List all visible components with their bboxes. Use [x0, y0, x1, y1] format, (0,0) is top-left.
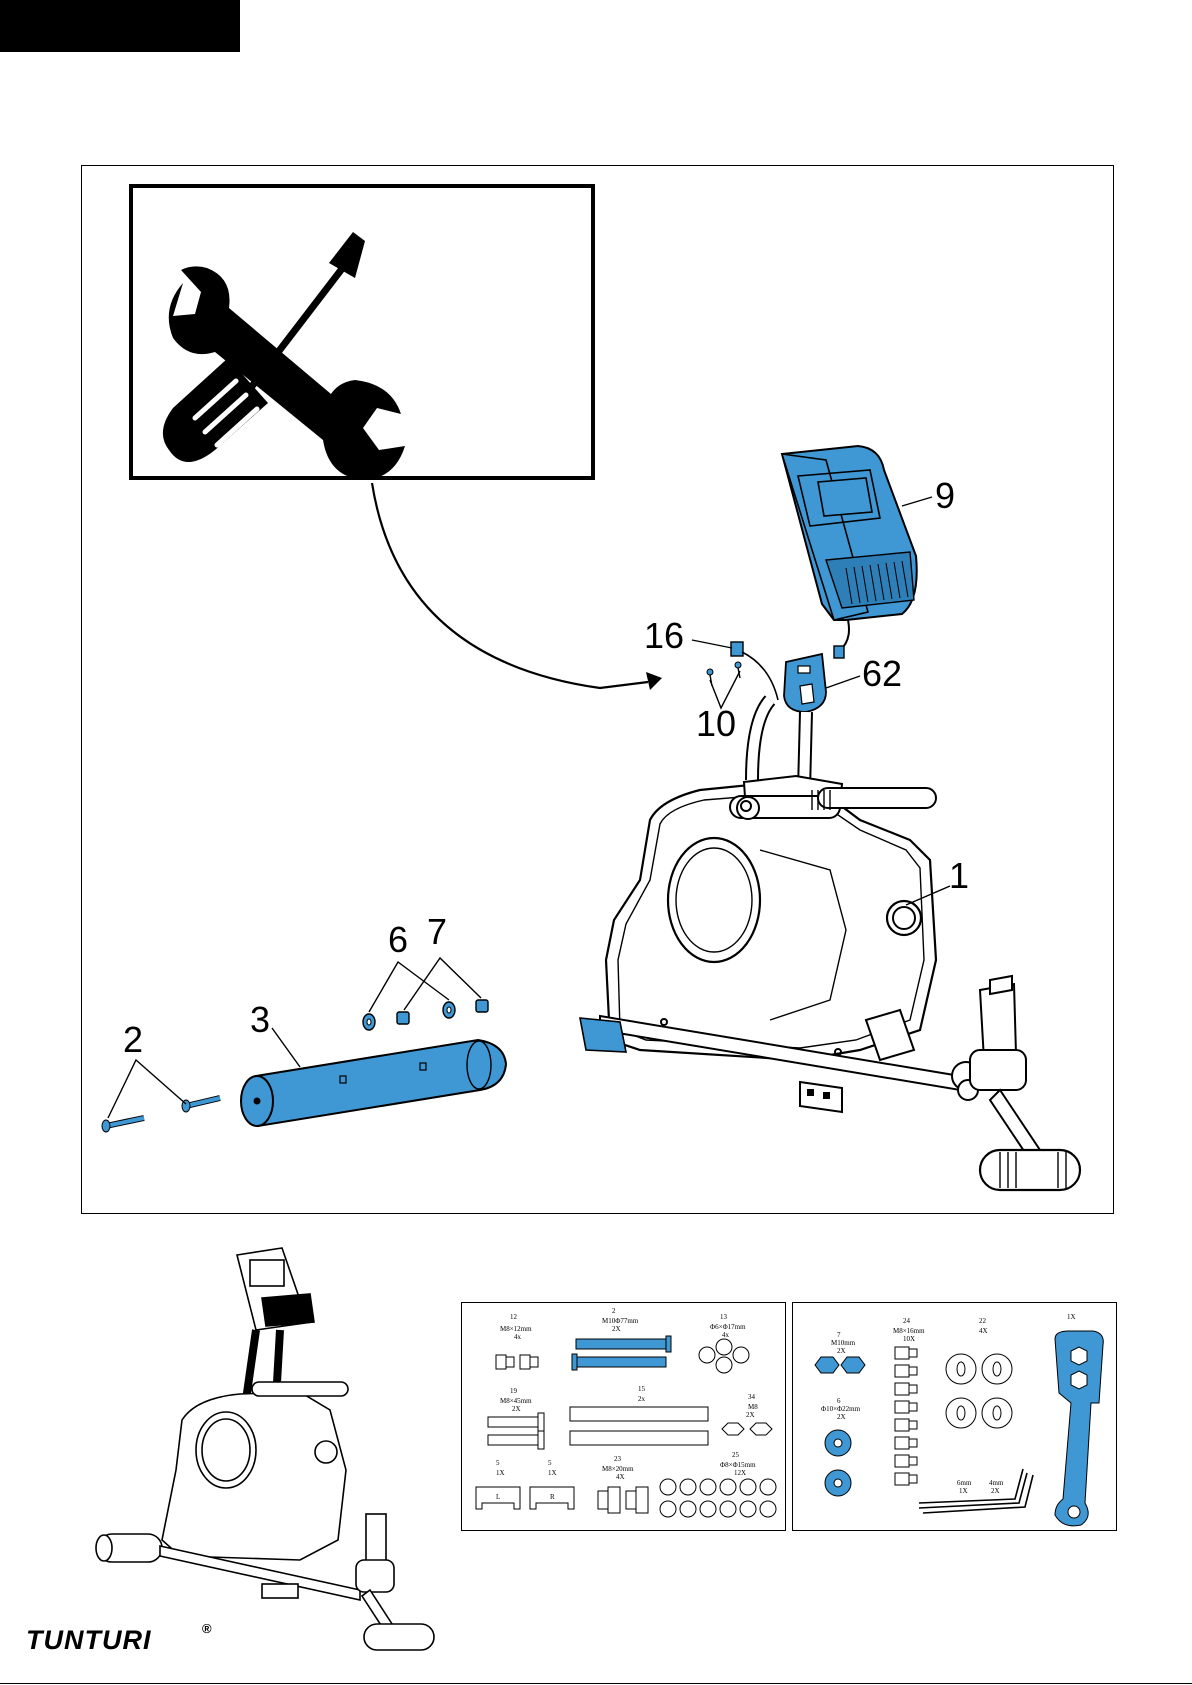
- hw-allen-size-a: 6mm: [957, 1479, 971, 1487]
- hw5a-label: L: [496, 1493, 500, 1501]
- hw19-num: 19: [510, 1387, 517, 1395]
- hw6-num: 6: [837, 1397, 841, 1405]
- hw-allen-size-b: 4mm: [989, 1479, 1003, 1487]
- hw5b-qty: 1X: [548, 1469, 557, 1477]
- hw12-qty: 4x: [514, 1333, 521, 1341]
- hw19-size: M8×45mm: [500, 1397, 532, 1405]
- callout-62: 62: [862, 656, 902, 692]
- bolts-part-2: [102, 1098, 220, 1132]
- hw13-num: 13: [720, 1313, 727, 1321]
- hw24-qty: 10X: [903, 1335, 915, 1343]
- hw24-num: 24: [903, 1317, 910, 1325]
- console-bracket-62: [784, 654, 826, 712]
- hw22-qty: 4X: [979, 1327, 988, 1335]
- callout-2: 2: [123, 1022, 143, 1058]
- hw7-num: 7: [837, 1331, 841, 1339]
- hw6-size: Φ10×Φ22mm: [821, 1405, 860, 1413]
- hw12-size: M8×12mm: [500, 1325, 532, 1333]
- hw-allen-qty-a: 1X: [959, 1487, 968, 1495]
- hw5b-label: R: [550, 1493, 555, 1501]
- hw5b-num: 5: [548, 1459, 552, 1467]
- hw2-num: 2: [612, 1307, 616, 1315]
- callout-7: 7: [427, 914, 447, 950]
- brand-registered-mark: ®: [202, 1622, 212, 1636]
- hw13-size: Φ6×Φ17mm: [710, 1323, 746, 1331]
- footer-rule: [0, 1683, 1192, 1684]
- hw25-qty: 12X: [734, 1469, 746, 1477]
- hw15-num: 15: [638, 1385, 645, 1393]
- assembled-bike-thumbnail: [96, 1248, 434, 1650]
- hw7-qty: 2X: [837, 1347, 846, 1355]
- hw6-qty: 2X: [837, 1413, 846, 1421]
- tools-pointer-arrow: [372, 483, 648, 688]
- hw23-size: M8×20mm: [602, 1465, 634, 1473]
- hw34-num: 34: [748, 1393, 755, 1401]
- console-part-9: [782, 446, 917, 658]
- hw2-size: M10Φ77mm: [602, 1317, 638, 1325]
- hw34-qty: 2X: [746, 1411, 755, 1419]
- callout-16: 16: [644, 618, 684, 654]
- hw-allen-qty-b: 2X: [991, 1487, 1000, 1495]
- hw15-qty: 2x: [638, 1395, 645, 1403]
- hw12-num: 12: [510, 1313, 517, 1321]
- hardware-kit-panel-right: 7 M10mm 2X 6 Φ10×Φ22mm 2X 24 M8×16mm 10X…: [792, 1302, 1117, 1531]
- hw2-qty: 2X: [612, 1325, 621, 1333]
- hw25-size: Φ8×Φ15mm: [720, 1461, 756, 1469]
- hw19-qty: 2X: [512, 1405, 521, 1413]
- callout-3: 3: [250, 1002, 270, 1038]
- screws-10: [707, 662, 741, 686]
- hw22-num: 22: [979, 1317, 986, 1325]
- brand-logo: TUNTURI: [26, 1626, 151, 1654]
- hw23-qty: 4X: [616, 1473, 625, 1481]
- hw13-qty: 4x: [722, 1331, 729, 1339]
- callout-10: 10: [696, 706, 736, 742]
- hw24-size: M8×16mm: [893, 1327, 925, 1335]
- hw5a-qty: 1X: [496, 1469, 505, 1477]
- callout-1: 1: [949, 858, 969, 894]
- hw-wrench-qty: 1X: [1067, 1313, 1076, 1321]
- callout-6: 6: [388, 922, 408, 958]
- bike-frame-part-1: [580, 700, 1080, 1190]
- hw25-num: 25: [732, 1451, 739, 1459]
- front-stabilizer-part-3: [241, 1040, 506, 1126]
- hw34-size: M8: [748, 1403, 758, 1411]
- hw7-size: M10mm: [831, 1339, 855, 1347]
- callout-9: 9: [935, 478, 955, 514]
- hw23-num: 23: [614, 1455, 621, 1463]
- hw5a-num: 5: [496, 1459, 500, 1467]
- hardware-kit-panel-left: 12 M8×12mm 4x 2 M10Φ77mm 2X 13 Φ6×Φ17mm …: [461, 1302, 786, 1531]
